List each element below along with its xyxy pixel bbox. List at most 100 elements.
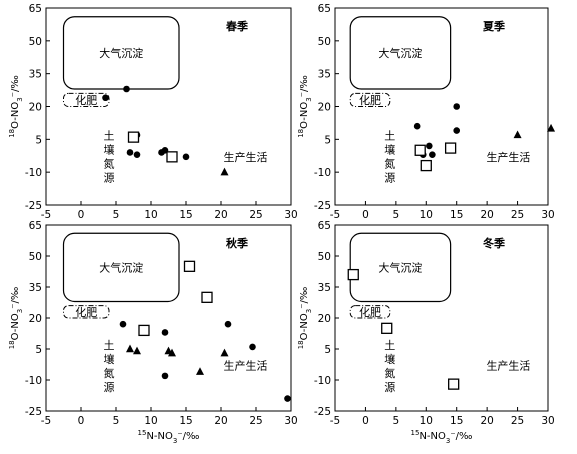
x-tick-label: 10 [420,209,433,221]
region-fertilizer [349,92,391,108]
region-soil-label: 土壤氮源 [384,339,395,394]
region-fertilizer [349,305,391,319]
region-sewage-label: 生产生活 [224,150,268,164]
x-tick-label: 10 [144,209,157,221]
x-tick-label: 20 [214,415,227,427]
data-point-square [381,322,393,334]
y-tick-label: -10 [314,167,331,179]
data-point-triangle [196,367,204,375]
data-point-circle [249,343,256,351]
x-tick-label: 30 [284,209,297,221]
x-tick-label: 30 [284,415,297,427]
data-point-circle [123,85,130,93]
y-tick-label: 65 [29,3,42,15]
data-point-circle [429,151,436,158]
data-point-circle [102,94,109,102]
y-tick-label: 35 [318,282,331,294]
data-point-square [448,378,460,390]
region-soil-label: 土壤氮源 [104,129,115,184]
region-fertilizer-label: 化肥 [75,93,97,107]
panel-title: 冬季 [483,236,506,250]
data-point-circle [426,142,433,150]
data-point-circle [224,320,232,328]
x-tick-label: 10 [420,415,433,427]
y-tick-label: -25 [25,200,42,212]
data-point-square [420,159,432,172]
data-point-triangle [126,344,134,353]
region-atmosphere-label: 大气沉淀 [99,260,143,274]
y-tick-label: 20 [318,102,331,114]
x-tick-label: 15 [179,209,192,221]
data-point-circle [453,127,461,134]
region-atmosphere [62,16,180,90]
x-tick-label: 25 [511,209,524,221]
x-tick-label: -5 [330,415,340,427]
x-tick-label: -5 [41,209,51,221]
y-tick-label: 35 [29,282,42,294]
region-soil-label: 土壤氮源 [104,339,115,394]
region-soil-label: 土壤氮源 [384,129,395,184]
region-atmosphere [62,232,180,303]
data-point-circle [126,149,134,156]
y-tick-label: 5 [324,344,331,356]
data-point-circle [453,103,461,110]
data-point-square [127,131,140,143]
x-tick-label: 0 [78,209,85,221]
y-tick-label: 5 [35,134,42,146]
region-fertilizer [63,305,110,319]
x-tick-label: 30 [541,415,554,427]
x-tick-label: 20 [480,209,493,221]
data-point-triangle [513,130,522,139]
y-axis-label: 18O-NO3⁻/‰ [297,287,313,350]
region-fertilizer-label: 化肥 [359,93,381,107]
y-axis-label: 18O-NO3⁻/‰ [297,75,313,138]
data-point-circle [284,395,291,402]
y-tick-label: -10 [314,375,331,387]
data-point-triangle [133,346,141,355]
region-atmosphere [349,16,452,90]
y-tick-label: 65 [29,220,42,232]
data-point-circle [161,329,169,336]
y-tick-label: 65 [318,3,331,15]
y-tick-label: 50 [318,251,331,263]
x-tick-label: -5 [330,209,340,221]
y-tick-label: -10 [25,167,42,179]
x-tick-label: 20 [480,415,493,427]
x-tick-label: 25 [511,415,524,427]
x-tick-label: 0 [78,415,85,427]
region-sewage-label: 生产生活 [224,359,268,373]
data-point-circle [119,320,127,328]
y-tick-label: 35 [318,69,331,81]
x-tick-label: 20 [214,209,227,221]
data-point-triangle [168,348,176,357]
x-tick-label: 5 [113,415,120,427]
x-tick-label: 25 [249,209,262,221]
y-tick-label: -25 [25,406,42,418]
x-tick-label: 25 [249,415,262,427]
y-tick-label: 50 [29,251,42,263]
x-axis-label: 15N-NO3⁻/‰ [138,429,200,445]
x-tick-label: 30 [541,209,554,221]
y-tick-label: 20 [29,313,42,325]
x-tick-label: 0 [362,415,369,427]
x-tick-label: 5 [393,209,400,221]
y-tick-label: 20 [29,102,42,114]
panel-title: 夏季 [483,19,506,33]
x-tick-label: 5 [393,415,400,427]
x-tick-label: 5 [113,209,120,221]
region-sewage-label: 生产生活 [486,150,530,164]
region-fertilizer [63,92,110,108]
panel-title: 春季 [226,19,249,33]
data-point-square [444,142,457,154]
data-point-circle [413,122,421,130]
y-tick-label: 50 [318,36,331,48]
x-tick-label: 10 [144,415,157,427]
data-point-square [201,291,213,303]
y-tick-label: -10 [25,375,42,387]
region-atmosphere-label: 大气沉淀 [378,260,422,274]
x-tick-label: 15 [179,415,192,427]
data-point-triangle [220,348,229,357]
data-point-circle [161,372,169,380]
